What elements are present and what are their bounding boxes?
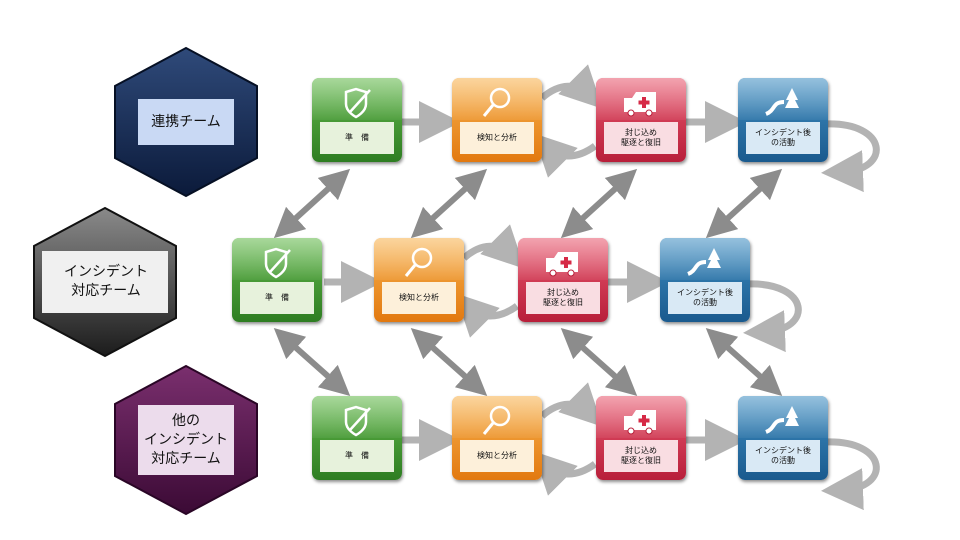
link-post1-post2 [705,168,783,239]
cycle-arrow-row2 [461,224,525,269]
road-tree-icon [765,88,799,116]
phase-label: 検知と分析 [460,440,534,472]
magnifier-icon [482,405,511,435]
cycle-arrow-row1 [539,64,603,109]
team-hex-coop: 連携チーム [111,46,261,198]
ambulance-icon [624,92,656,117]
phase-label: 検知と分析 [460,122,534,154]
phase-prep-row3: 準 備 [312,396,402,480]
link-prep1-prep2 [273,168,351,239]
road-tree-icon [765,406,799,434]
cycle-back-arrow-row1 [533,133,598,178]
loop-arrow-row2 [743,280,802,353]
ambulance-icon [624,410,656,435]
link-contain1-contain2 [560,168,638,239]
phase-label: 準 備 [320,440,394,472]
phase-contain-row3: 封じ込め 駆逐と復旧 [596,396,686,480]
phase-label: インシデント後 の活動 [668,282,742,314]
loop-arrow-row1 [821,120,880,193]
team-label-other: 他の インシデント 対応チーム [144,412,228,467]
phase-prep-row1: 準 備 [312,78,402,162]
phase-detect-row2: 検知と分析 [374,238,464,322]
phase-label: インシデント後 の活動 [746,440,820,472]
phase-label: インシデント後 の活動 [746,122,820,154]
phase-post-row3: インシデント後 の活動 [738,396,828,480]
magnifier-icon [482,87,511,117]
phase-label: 準 備 [240,282,314,314]
phase-post-row2: インシデント後 の活動 [660,238,750,322]
phase-prep-row2: 準 備 [232,238,322,322]
magnifier-icon [404,247,433,277]
shield-sword-icon [344,405,371,437]
shield-sword-icon [344,87,371,119]
team-label-coop: 連携チーム [151,113,221,130]
cycle-back-arrow-row3 [533,451,598,496]
phase-post-row1: インシデント後 の活動 [738,78,828,162]
phase-label: 封じ込め 駆逐と復旧 [604,122,678,154]
team-hex-other: 他の インシデント 対応チーム [111,364,261,516]
team-hex-incident: インシデント 対応チーム [30,206,180,358]
team-label-incident: インシデント 対応チーム [64,264,148,299]
road-tree-icon [687,248,721,276]
link-detect1-detect2 [410,168,488,239]
phase-contain-row1: 封じ込め 駆逐と復旧 [596,78,686,162]
phase-detect-row1: 検知と分析 [452,78,542,162]
loop-arrow-row3 [821,438,880,511]
link-post2-post3 [705,328,783,396]
shield-sword-icon [264,247,291,279]
phase-contain-row2: 封じ込め 駆逐と復旧 [518,238,608,322]
phase-detect-row3: 検知と分析 [452,396,542,480]
link-prep2-prep3 [273,328,351,396]
ambulance-icon [546,252,578,277]
phase-label: 検知と分析 [382,282,456,314]
phase-label: 封じ込め 駆逐と復旧 [526,282,600,314]
phase-label: 封じ込め 駆逐と復旧 [604,440,678,472]
link-detect2-detect3 [410,328,488,396]
cycle-arrow-row3 [539,382,603,427]
phase-label: 準 備 [320,122,394,154]
link-contain2-contain3 [560,328,638,396]
cycle-back-arrow-row2 [455,293,520,338]
